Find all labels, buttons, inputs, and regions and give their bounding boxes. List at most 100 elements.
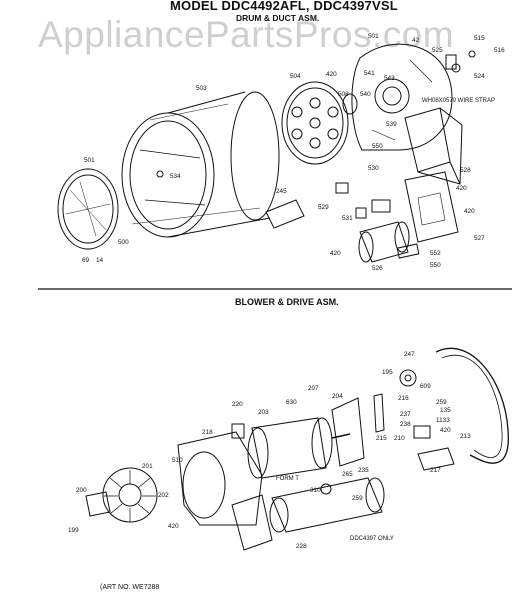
callout-238: 238 <box>400 421 411 428</box>
callout-1133: 1133 <box>436 417 450 424</box>
callout-534: 534 <box>170 173 181 180</box>
callout-207: 207 <box>308 385 319 392</box>
callout-135: 135 <box>440 407 451 414</box>
blower-wheel-201 <box>102 467 158 523</box>
callout-539: 539 <box>386 121 397 128</box>
callout-310: 310 <box>310 487 321 494</box>
callout-503: 503 <box>196 85 207 92</box>
callout-213: 213 <box>460 433 471 440</box>
connector-552 <box>396 243 420 259</box>
callout-216: 216 <box>398 395 409 402</box>
wire-strap-note: WH08X0570 WIRE STRAP <box>422 98 495 104</box>
switch-210 <box>413 425 431 439</box>
callout-245: 245 <box>276 188 287 195</box>
callout-420-top: 420 <box>326 71 337 78</box>
idler-arm-215 <box>373 393 385 433</box>
callout-201: 201 <box>142 463 153 470</box>
felt-seal-508 <box>342 93 358 115</box>
callout-552: 552 <box>430 250 441 257</box>
callout-199: 199 <box>68 527 79 534</box>
callout-541: 541 <box>364 70 375 77</box>
thermostat-bracket-527 <box>404 171 459 243</box>
form-t-note: FORM T <box>276 476 299 482</box>
callout-550-top: 550 <box>372 143 383 150</box>
callout-525: 525 <box>432 47 443 54</box>
callout-218: 218 <box>202 429 213 436</box>
art-number: (ART NO. WE7288 <box>100 584 160 591</box>
drum <box>121 91 280 238</box>
thermostat-310 <box>320 483 332 495</box>
callout-530: 530 <box>368 165 379 172</box>
callout-420-cap: 420 <box>330 250 341 257</box>
callout-531: 531 <box>342 215 353 222</box>
callout-420-drive: 420 <box>440 427 451 434</box>
idler-pulley-609 <box>399 369 417 387</box>
callout-550-bottom: 550 <box>430 262 441 269</box>
idler-parts-515-516 <box>445 50 476 73</box>
drum-bearing-534 <box>156 170 164 178</box>
callout-540: 540 <box>360 91 371 98</box>
ddc4397-only-note: DDC4397 ONLY <box>350 536 394 542</box>
watermark: AppliancePartsPros.com <box>38 14 455 55</box>
callout-528: 528 <box>460 167 471 174</box>
blower-clamp-200 <box>85 491 111 517</box>
motor-clip-220 <box>231 423 245 439</box>
bracket-245 <box>265 199 305 229</box>
callout-526: 526 <box>372 265 383 272</box>
callout-237: 237 <box>400 411 411 418</box>
callout-265: 265 <box>342 471 353 478</box>
callout-516: 516 <box>494 47 505 54</box>
callout-420-bracket: 420 <box>464 208 475 215</box>
callout-220: 220 <box>232 401 243 408</box>
callout-228: 228 <box>296 543 307 550</box>
callout-202: 202 <box>158 492 169 499</box>
callout-529: 529 <box>318 204 329 211</box>
front-drum-seal-ring <box>57 168 119 250</box>
callout-524: 524 <box>474 73 485 80</box>
model-title: MODEL DDC4492AFL, DDC4397VSL <box>170 0 398 13</box>
callout-235: 235 <box>358 467 369 474</box>
callout-69: 69 <box>82 257 90 264</box>
blower-drive-section-title: BLOWER & DRIVE ASM. <box>235 297 339 307</box>
drive-motor-630 <box>247 417 351 479</box>
drive-belt <box>435 347 509 464</box>
callout-543: 543 <box>384 75 395 82</box>
callout-501-rear: 501 <box>368 33 379 40</box>
callout-630: 630 <box>286 399 297 406</box>
drum-duct-subtitle: DRUM & DUCT ASM. <box>236 13 320 23</box>
callout-500: 500 <box>118 239 129 246</box>
callout-527: 527 <box>474 235 485 242</box>
callout-204: 204 <box>332 393 343 400</box>
callout-259-duct: 259 <box>352 495 363 502</box>
callout-504: 504 <box>290 73 301 80</box>
callout-217: 217 <box>430 467 441 474</box>
callout-203: 203 <box>258 409 269 416</box>
callout-215: 215 <box>376 435 387 442</box>
callout-200: 200 <box>76 487 87 494</box>
motor-capacitor-526 <box>358 221 410 263</box>
callout-510: 510 <box>172 457 183 464</box>
outlet-duct <box>231 494 273 551</box>
blower-housing-218 <box>177 431 263 526</box>
callout-259-idler: 259 <box>436 399 447 406</box>
rear-bulkhead <box>351 43 453 151</box>
heater-duct-228 <box>269 477 385 533</box>
callout-501: 501 <box>84 157 95 164</box>
callout-420-blower: 420 <box>168 523 179 530</box>
bracket-217 <box>417 447 455 471</box>
callout-609: 609 <box>420 383 431 390</box>
callout-42: 42 <box>412 37 420 44</box>
callout-14: 14 <box>96 257 104 264</box>
callout-195: 195 <box>382 369 393 376</box>
motor-mount-204 <box>331 397 365 467</box>
exhaust-duct-528 <box>404 107 463 185</box>
callout-515: 515 <box>474 35 485 42</box>
drum-rear-baffle-504 <box>281 81 349 165</box>
callout-508: 508 <box>338 91 349 98</box>
callout-247: 247 <box>404 351 415 358</box>
switches-529-531 <box>335 182 391 219</box>
callout-210: 210 <box>394 435 405 442</box>
callout-420-duct: 420 <box>456 185 467 192</box>
